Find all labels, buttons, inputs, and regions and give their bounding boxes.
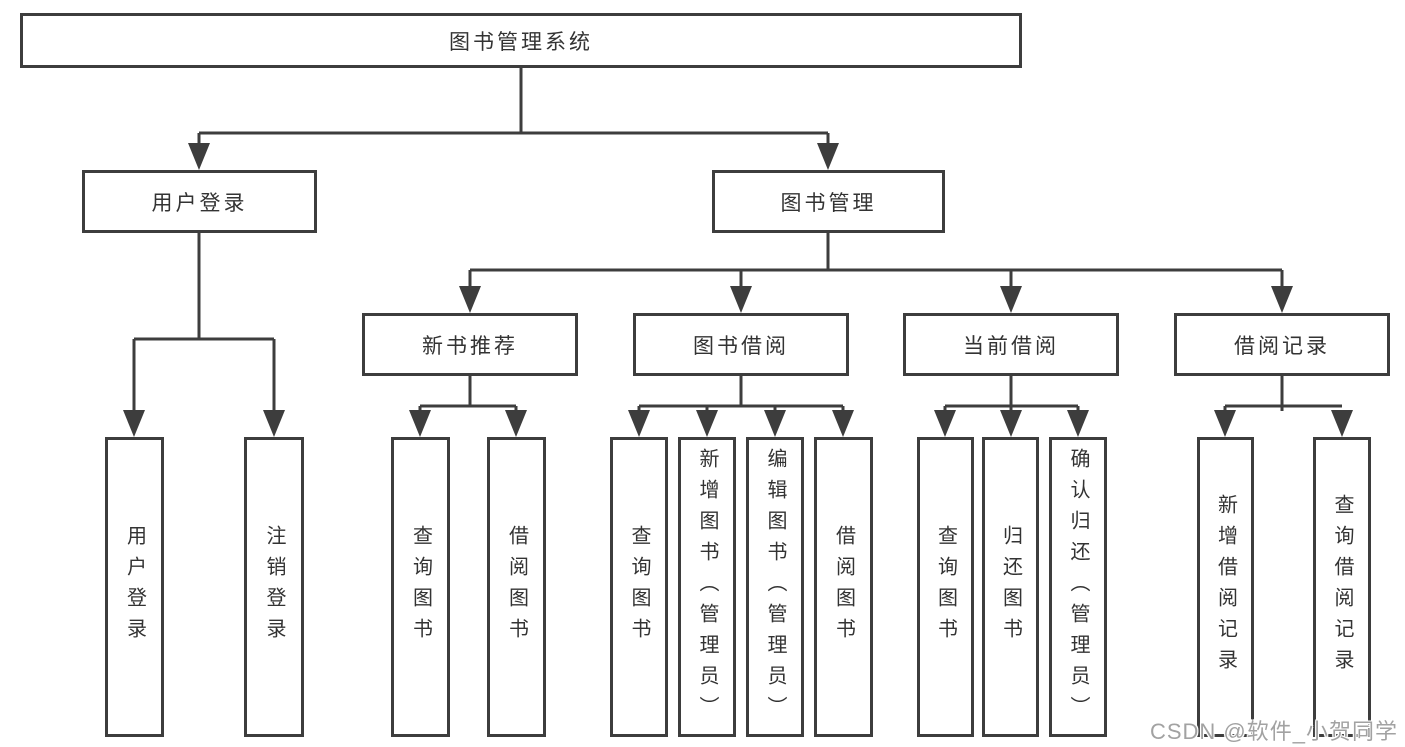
leaf-logout: 注销登录	[244, 437, 304, 737]
arrowhead-down-icon	[628, 410, 650, 437]
arrowhead-down-icon	[696, 410, 718, 437]
edge-borrow-records-to-leaves	[1214, 376, 1353, 437]
leaf-label: 归还图书	[999, 525, 1022, 649]
arrowhead-down-icon	[1000, 286, 1022, 313]
leaf-label: 新增图书（管理员）	[696, 447, 718, 727]
node-book-management: 图书管理	[712, 170, 945, 233]
leaf-query-borrow-record: 查询借阅记录	[1313, 437, 1371, 737]
edge-current-borrow-to-leaves	[934, 376, 1089, 437]
arrowhead-down-icon	[188, 143, 210, 170]
arrowhead-down-icon	[459, 286, 481, 313]
node-label: 当前借阅	[963, 334, 1059, 358]
leaf-borrow-books-recommend: 借阅图书	[487, 437, 546, 737]
connector-path	[197, 68, 830, 145]
node-label: 用户登录	[151, 191, 248, 215]
leaf-label: 新增借阅记录	[1214, 494, 1237, 680]
leaf-label: 确认归还（管理员）	[1067, 447, 1089, 727]
arrowhead-down-icon	[1067, 410, 1089, 437]
edge-book-borrow-to-leaves	[628, 376, 854, 437]
node-label: 图书管理	[780, 191, 877, 215]
leaf-query-books-recommend: 查询图书	[391, 437, 450, 737]
node-current-borrow: 当前借阅	[903, 313, 1119, 376]
leaf-edit-books-admin: 编辑图书（管理员）	[746, 437, 804, 737]
connector-path	[468, 233, 1284, 287]
leaf-return-books: 归还图书	[982, 437, 1039, 737]
connector-path	[637, 376, 845, 411]
arrowhead-down-icon	[817, 143, 839, 170]
leaf-label: 查询图书	[628, 525, 650, 649]
leaf-user-login: 用户登录	[105, 437, 164, 737]
leaf-query-books-current: 查询图书	[917, 437, 974, 737]
node-library-management-system: 图书管理系统	[20, 13, 1022, 68]
arrowhead-down-icon	[1331, 410, 1353, 437]
leaf-label: 查询图书	[934, 525, 957, 649]
node-borrow-records: 借阅记录	[1174, 313, 1390, 376]
node-label: 借阅记录	[1234, 334, 1330, 358]
arrowhead-down-icon	[1271, 286, 1293, 313]
arrowhead-down-icon	[832, 410, 854, 437]
arrowhead-down-icon	[263, 410, 285, 437]
leaf-add-books-admin: 新增图书（管理员）	[678, 437, 736, 737]
leaf-label: 查询图书	[409, 525, 432, 649]
connector-path	[943, 376, 1080, 411]
arrowhead-down-icon	[505, 410, 527, 437]
leaf-label: 借阅图书	[832, 525, 855, 649]
leaf-label: 注销登录	[263, 525, 285, 649]
leaf-query-books-borrow: 查询图书	[610, 437, 668, 737]
edge-new-book-recommend-to-leaves	[409, 376, 527, 437]
edge-root-to-level2	[188, 68, 839, 170]
csdn-watermark: CSDN @软件_小贺同学	[1149, 719, 1398, 744]
node-label: 图书借阅	[693, 334, 789, 358]
node-label: 新书推荐	[422, 334, 518, 358]
arrowhead-down-icon	[123, 410, 145, 437]
connector-path	[1223, 376, 1342, 411]
node-new-book-recommend: 新书推荐	[362, 313, 578, 376]
node-label: 图书管理系统	[449, 30, 593, 54]
edge-book-management-to-level3	[459, 233, 1293, 313]
arrowhead-down-icon	[409, 410, 431, 437]
leaf-label: 编辑图书（管理员）	[764, 447, 786, 727]
arrowhead-down-icon	[1000, 410, 1022, 437]
leaf-label: 借阅图书	[505, 525, 528, 649]
leaf-label: 查询借阅记录	[1331, 494, 1353, 680]
arrowhead-down-icon	[1214, 410, 1236, 437]
arrowhead-down-icon	[934, 410, 956, 437]
node-user-login: 用户登录	[82, 170, 317, 233]
leaf-add-borrow-record: 新增借阅记录	[1197, 437, 1254, 737]
edge-user-login-to-leaves	[123, 233, 285, 437]
leaf-label: 用户登录	[123, 525, 146, 649]
connector-path	[132, 233, 276, 411]
connector-path	[418, 376, 518, 411]
arrowhead-down-icon	[730, 286, 752, 313]
leaf-borrow-books: 借阅图书	[814, 437, 873, 737]
node-book-borrow: 图书借阅	[633, 313, 849, 376]
leaf-confirm-return-admin: 确认归还（管理员）	[1049, 437, 1107, 737]
arrowhead-down-icon	[764, 410, 786, 437]
